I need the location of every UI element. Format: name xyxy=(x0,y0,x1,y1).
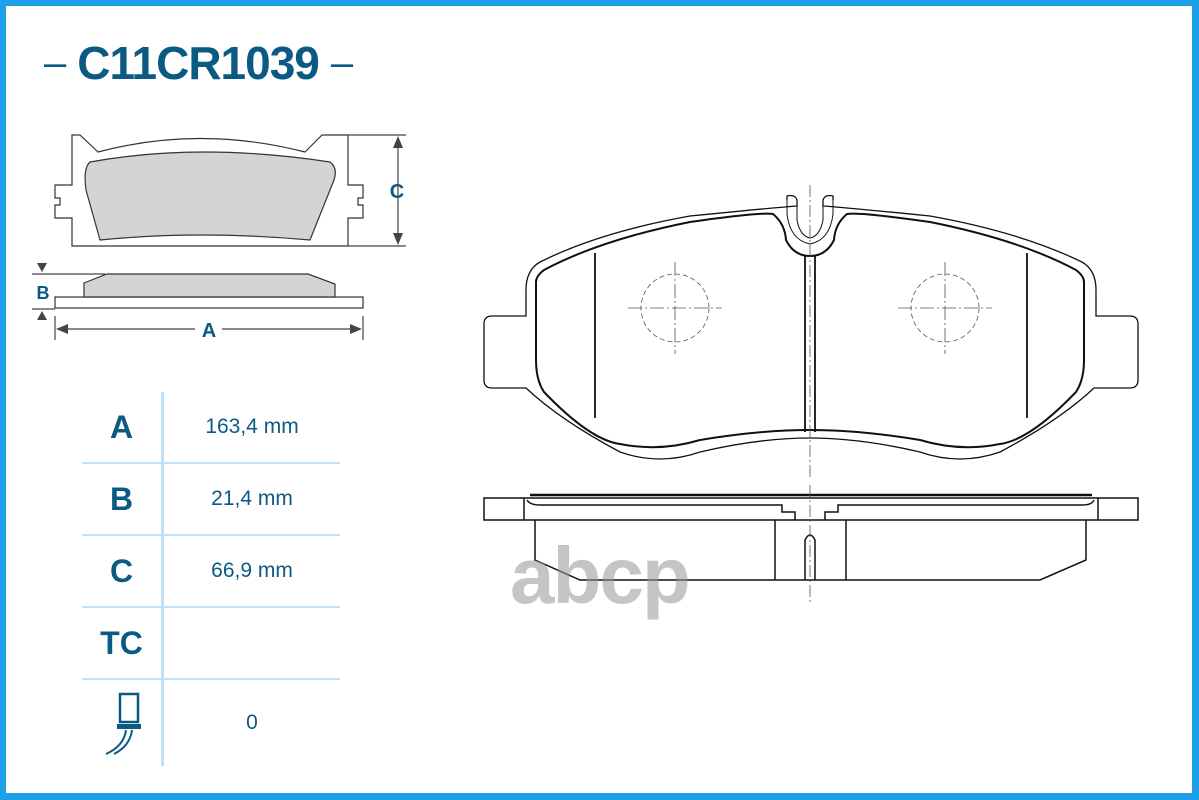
spec-row-c: C 66,9 mm xyxy=(82,536,340,608)
spec-key: TC xyxy=(82,608,164,678)
dimension-diagram: C B A xyxy=(32,134,406,342)
spec-key: A xyxy=(82,392,164,462)
spec-key: C xyxy=(82,536,164,606)
document-frame xyxy=(6,6,1192,793)
svg-text:A: A xyxy=(202,320,216,342)
page-title: – C11CR1039 – xyxy=(44,36,353,90)
title-dash-left: – xyxy=(44,40,66,85)
part-number: C11CR1039 xyxy=(77,37,320,89)
brake-pad-front-drawing xyxy=(483,185,1139,480)
brake-pad-side-drawing xyxy=(483,485,1139,605)
spec-row-b: B 21,4 mm xyxy=(82,464,340,536)
title-dash-right: – xyxy=(330,40,353,85)
wear-sensor-icon xyxy=(105,692,141,755)
spec-row-a: A 163,4 mm xyxy=(82,392,340,464)
watermark: abcp xyxy=(510,531,691,620)
spec-row-wear-sensor: 0 xyxy=(82,680,340,766)
spec-row-tc: TC xyxy=(82,608,340,680)
spec-value: 21,4 mm xyxy=(211,487,293,510)
svg-text:C: C xyxy=(390,181,404,203)
spec-value: 163,4 mm xyxy=(205,415,299,438)
spec-value: 66,9 mm xyxy=(211,559,293,582)
spec-table: A 163,4 mm B 21,4 mm C 66,9 mm TC 0 xyxy=(82,392,340,766)
spec-value: 0 xyxy=(246,711,258,734)
svg-text:B: B xyxy=(37,283,50,303)
friction-material-front xyxy=(84,151,336,241)
wear-sensor-cell xyxy=(82,680,164,766)
spec-key: B xyxy=(82,464,164,534)
spec-value xyxy=(164,608,340,678)
